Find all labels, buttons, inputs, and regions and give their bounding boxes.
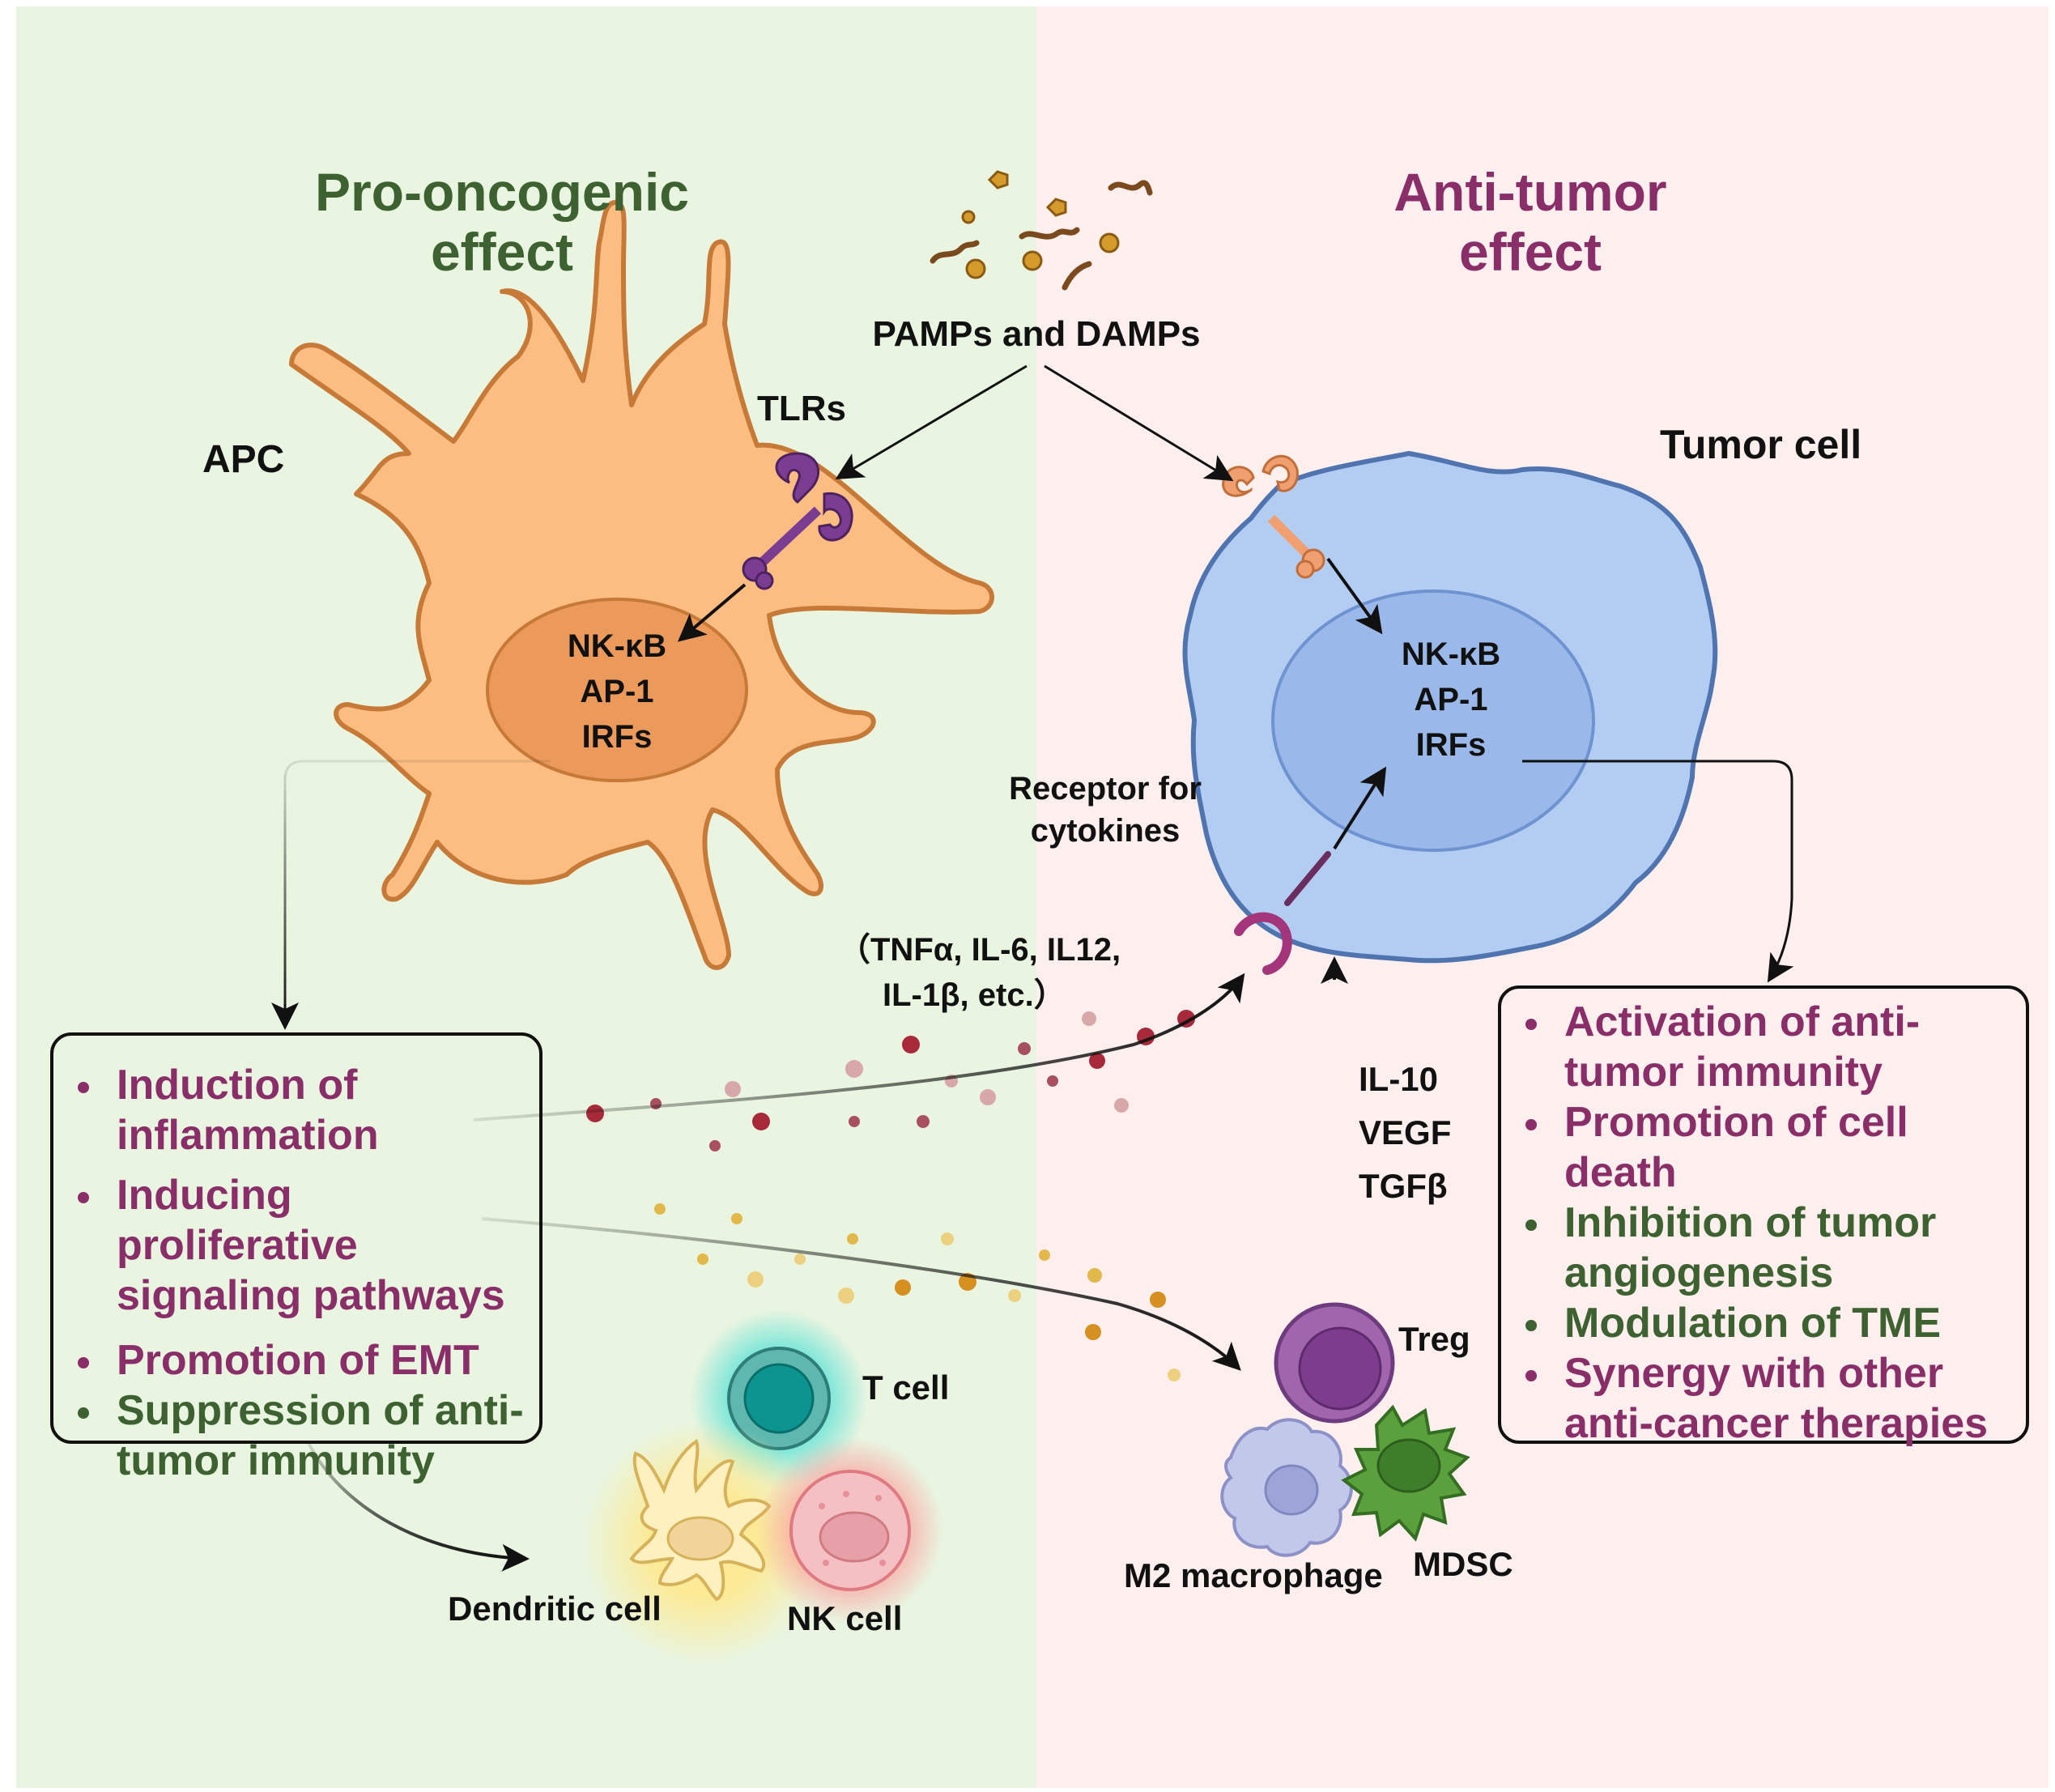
left-item-suppression: Suppression of anti- tumor immunity xyxy=(53,1386,539,1486)
tumor-nucleus-line-2: AP-1 xyxy=(1414,682,1488,717)
left-item-3-line-1: Promotion of EMT xyxy=(117,1337,479,1384)
nk-cell-label: NK cell xyxy=(787,1599,903,1637)
right-title: Anti-tumor effect xyxy=(1312,162,1749,282)
pamps-strands xyxy=(930,180,1153,291)
arrow-receptor-to-nucleus xyxy=(1326,557,1383,635)
cytokine-particles xyxy=(586,1010,1195,1151)
arrow-pamps-to-tumor xyxy=(1044,364,1234,482)
left-title: Pro-oncogenic effect xyxy=(275,162,729,282)
suppressive-factors-label: IL-10 VEGF TGFβ xyxy=(1359,1053,1451,1213)
left-item-1-line-1: Induction of xyxy=(117,1062,358,1109)
left-item-1-line-2: inflammation xyxy=(117,1112,379,1159)
tumor-nucleus-line-1: NK-κB xyxy=(1401,636,1501,672)
left-item-2-line-2: signaling pathways xyxy=(117,1272,505,1319)
tumor-cell-label: Tumor cell xyxy=(1660,422,1862,467)
arrow-cytokine-receptor-to-nucleus xyxy=(1333,766,1387,850)
cytokine-receptor-stalk xyxy=(1284,851,1331,906)
tgfb-label: TGFβ xyxy=(1359,1167,1448,1205)
right-item-4-line-1: Modulation of TME xyxy=(1564,1300,1942,1347)
pamps-particles xyxy=(961,170,1120,279)
right-effects-box: Activation of anti- tumor immunity Promo… xyxy=(1498,985,2029,1447)
cytokines-label-line-2: IL-1β, etc.） xyxy=(883,977,1066,1013)
right-title-line-1: Anti-tumor xyxy=(1393,162,1667,222)
cytokines-label-line-1: （TNFα, IL-6, IL12, xyxy=(838,932,1121,968)
tlrs-label: TLRs xyxy=(757,389,846,428)
right-item-3-line-1: Inhibition of tumor xyxy=(1564,1199,1937,1246)
right-item-1-line-1: Activation of anti- xyxy=(1564,998,1921,1045)
left-effects-list: Induction of inflammation Inducing proli… xyxy=(53,1060,539,1486)
m2-macrophage-label: M2 macrophage xyxy=(1124,1556,1383,1594)
arrow-apc-to-left-box xyxy=(283,760,551,1024)
left-title-line-2: effect xyxy=(430,222,574,282)
right-item-synergy: Synergy with other anti-cancer therapies xyxy=(1501,1348,2026,1449)
tumor-nucleus-text: NK-κB AP-1 IRFs xyxy=(1370,632,1532,768)
right-effects-list: Activation of anti- tumor immunity Promo… xyxy=(1501,997,2026,1449)
apc-nucleus-line-3: IRFs xyxy=(581,719,653,755)
tumor-tlr-receptor xyxy=(1222,454,1325,579)
right-item-tme: Modulation of TME xyxy=(1501,1298,2026,1348)
cytokine-receptor-head xyxy=(1234,912,1292,975)
apc-nucleus-text: NK-κB AP-1 IRFs xyxy=(536,624,698,760)
vegf-label: VEGF xyxy=(1359,1113,1452,1151)
arrow-pamps-to-tlr xyxy=(835,364,1028,480)
dendritic-cell-label: Dendritic cell xyxy=(448,1590,662,1628)
tlr-receptor xyxy=(742,452,853,590)
left-item-inflammation: Induction of inflammation xyxy=(53,1060,539,1160)
arrow-tlr-to-nucleus xyxy=(677,583,747,642)
receptor-label: Receptor for cytokines xyxy=(980,768,1231,852)
tumor-nucleus-line-3: IRFs xyxy=(1415,727,1487,763)
left-item-proliferative: Inducing proliferative signaling pathway… xyxy=(53,1170,539,1321)
apc-nucleus-line-2: AP-1 xyxy=(580,674,654,709)
receptor-label-line-1: Receptor for xyxy=(1009,771,1202,807)
t-cell-nucleus xyxy=(743,1363,815,1434)
right-item-activation: Activation of anti- tumor immunity xyxy=(1501,997,2026,1097)
cytokines-label: （TNFα, IL-6, IL12, IL-1β, etc.） xyxy=(838,927,1121,1018)
suppressive-particles xyxy=(654,1203,1181,1381)
left-title-line-1: Pro-oncogenic xyxy=(314,162,690,222)
left-effects-box: Induction of inflammation Inducing proli… xyxy=(50,1032,542,1484)
apc-label: APC xyxy=(202,438,285,481)
arrow-signals-to-immune-cells xyxy=(481,1217,1241,1371)
left-item-4-line-1: Suppression of anti- xyxy=(117,1387,524,1434)
right-item-3-line-2: angiogenesis xyxy=(1564,1249,1834,1296)
apc-nucleus xyxy=(486,598,748,782)
right-item-1-line-2: tumor immunity xyxy=(1564,1049,1883,1096)
il10-label: IL-10 xyxy=(1359,1060,1439,1098)
right-item-5-line-1: Synergy with other xyxy=(1564,1350,1944,1397)
arrow-tumor-to-right-box xyxy=(1522,760,1794,983)
right-item-5-line-2: anti-cancer therapies xyxy=(1564,1400,1989,1447)
arrow-cytokines-to-receptor xyxy=(473,973,1245,1122)
treg-nucleus xyxy=(1298,1326,1382,1411)
apc-nucleus-line-1: NK-κB xyxy=(567,628,667,664)
right-title-line-2: effect xyxy=(1458,222,1602,282)
right-item-2-line-2: death xyxy=(1564,1149,1677,1196)
left-item-4-line-2: tumor immunity xyxy=(117,1437,435,1484)
t-cell-label: T cell xyxy=(862,1368,950,1407)
tumor-nucleus xyxy=(1271,590,1595,852)
nk-cell-nucleus xyxy=(819,1511,890,1563)
mdsc-label: MDSC xyxy=(1413,1545,1513,1583)
receptor-label-line-2: cytokines xyxy=(1030,813,1181,849)
treg-label: Treg xyxy=(1398,1320,1470,1358)
pamps-label: PAMPs and DAMPs xyxy=(872,314,1201,354)
arrow-left-box-to-immune-cells xyxy=(306,1441,530,1572)
left-item-2-line-1: Inducing proliferative xyxy=(117,1172,358,1269)
right-item-cell-death: Promotion of cell death xyxy=(1501,1097,2026,1198)
right-item-2-line-1: Promotion of cell xyxy=(1564,1099,1908,1146)
right-item-angiogenesis: Inhibition of tumor angiogenesis xyxy=(1501,1198,2026,1298)
left-item-emt: Promotion of EMT xyxy=(53,1335,539,1386)
apc-cell-body xyxy=(289,200,994,970)
